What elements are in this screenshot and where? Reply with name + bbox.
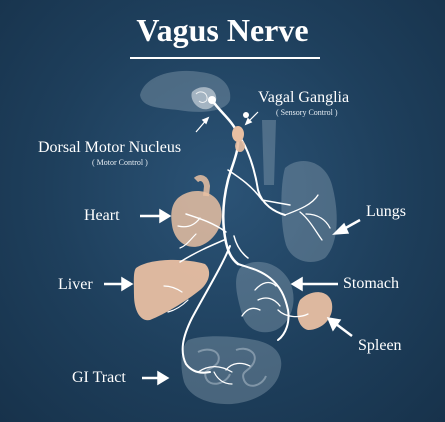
vagal-ganglion-node [232, 126, 244, 142]
label-dorsal-motor-nucleus-sub: ( Motor Control ) [92, 158, 148, 167]
label-stomach: Stomach [343, 275, 399, 292]
label-lungs: Lungs [366, 203, 406, 220]
heart-shape [171, 190, 222, 247]
label-liver: Liver [58, 276, 93, 293]
diagram-title: Vagus Nerve [136, 12, 309, 48]
label-heart: Heart [84, 207, 120, 224]
label-dorsal-motor-nucleus: Dorsal Motor Nucleus [38, 139, 182, 156]
dorsal-motor-nucleus-node [208, 96, 216, 104]
title-underline [130, 57, 320, 59]
label-spleen: Spleen [358, 337, 402, 354]
label-vagal-ganglia: Vagal Ganglia [258, 89, 350, 106]
vagus-nerve [163, 98, 331, 385]
spleen-shape [297, 292, 333, 330]
spleen-arrow [335, 323, 353, 337]
lung-shape [281, 161, 337, 262]
stomach-shape [236, 261, 294, 333]
trachea-shape [262, 120, 276, 185]
gi-tract-shape [181, 336, 282, 405]
label-vagal-ganglia-sub: ( Sensory Control ) [276, 108, 338, 117]
liver-shape [133, 259, 210, 321]
label-gi-tract: GI Tract [72, 369, 126, 386]
